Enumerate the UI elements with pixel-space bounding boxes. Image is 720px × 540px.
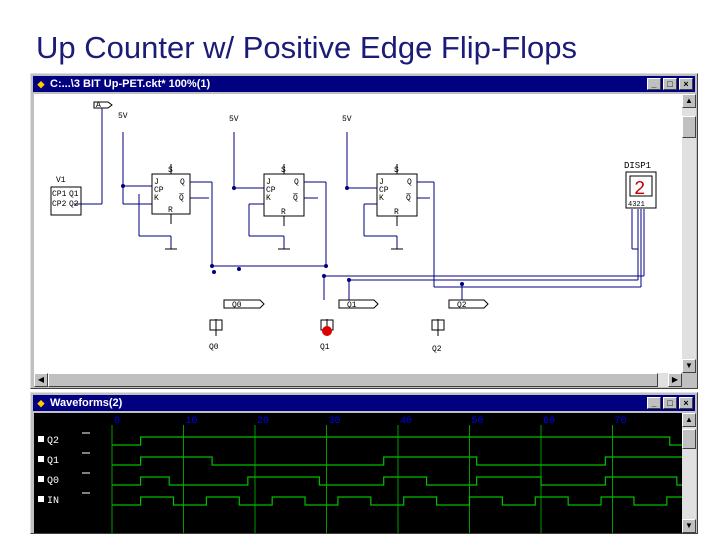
- time-tick-label: 70: [615, 416, 627, 427]
- display-caption: 4321: [628, 201, 645, 209]
- q0-led-label: Q0: [209, 343, 219, 352]
- q1-trace: [112, 456, 684, 466]
- q0-tag: Q0: [232, 301, 242, 310]
- waveform-title: Waveforms(2): [50, 397, 123, 409]
- ff0-s: S: [168, 166, 173, 175]
- scroll-left-icon[interactable]: ◀: [34, 373, 48, 387]
- ff1-r: R: [281, 208, 286, 217]
- q2-tag: Q2: [457, 301, 467, 310]
- schematic-canvas[interactable]: A V1 CP1 CP2 Q1 Q2 5V 5V 5V S J CP K R Q…: [34, 94, 684, 373]
- maximize-button[interactable]: □: [663, 397, 677, 409]
- signal-marker[interactable]: [38, 436, 44, 442]
- time-tick-label: 60: [543, 416, 555, 427]
- scroll-thumb[interactable]: [682, 116, 696, 138]
- maximize-button[interactable]: □: [663, 78, 677, 90]
- schematic-hscroll[interactable]: ◀ ▶: [34, 373, 682, 387]
- schematic-title: C:...\3 BIT Up-PET.ckt* 100%(1): [50, 78, 211, 90]
- ff0-r: R: [168, 206, 173, 215]
- ff2-q: Q: [407, 178, 412, 187]
- v1-pin-q2: Q2: [69, 200, 79, 209]
- ff1-q: Q: [294, 178, 299, 187]
- ff1-s: S: [281, 166, 286, 175]
- time-tick-label: 40: [400, 416, 412, 427]
- ff1-j: J: [266, 178, 271, 187]
- signal-label: Q1: [47, 456, 59, 467]
- waveform-titlebar[interactable]: ◆ Waveforms(2) _ □ ×: [33, 395, 695, 411]
- display-digit: 2: [634, 178, 645, 200]
- q0-trace: [112, 476, 684, 486]
- signal-label: Q2: [47, 436, 59, 447]
- circuit-diagram: A V1 CP1 CP2 Q1 Q2 5V 5V 5V S J CP K R Q…: [50, 101, 657, 354]
- close-button[interactable]: ×: [679, 397, 693, 409]
- vcc1-label: 5V: [118, 112, 128, 121]
- signal-label: Q0: [47, 476, 59, 487]
- ff2-r: R: [394, 208, 399, 217]
- minimize-button[interactable]: _: [647, 397, 661, 409]
- v1-pin-cp2: CP2: [52, 200, 67, 209]
- ff2-k: K: [379, 194, 384, 203]
- ff0-cp: CP: [154, 186, 164, 195]
- circuit-app-icon: ◆: [37, 78, 45, 89]
- q2-led-label: Q2: [432, 345, 442, 354]
- time-tick-label: 50: [472, 416, 484, 427]
- vcc2-label: 5V: [229, 115, 239, 124]
- ff0-q: Q: [180, 178, 185, 187]
- waveform-vscroll[interactable]: ▲ ▼: [682, 413, 696, 533]
- hscroll-thumb[interactable]: [48, 373, 658, 387]
- q1-tag: Q1: [347, 301, 357, 310]
- scroll-up-icon[interactable]: ▲: [682, 413, 696, 427]
- ff2-s: S: [394, 166, 399, 175]
- ff2-qb: Q̅: [405, 194, 411, 203]
- q1-led-label: Q1: [320, 343, 330, 352]
- v1-pin-q1: Q1: [69, 190, 79, 199]
- v1-name: V1: [56, 176, 66, 185]
- close-button[interactable]: ×: [679, 78, 693, 90]
- time-tick-label: 30: [329, 416, 341, 427]
- ff0-k: K: [154, 194, 159, 203]
- schematic-vscroll[interactable]: ▲ ▼: [682, 94, 696, 373]
- signal-marker[interactable]: [38, 476, 44, 482]
- signal-marker[interactable]: [38, 456, 44, 462]
- time-tick-label: 0: [114, 416, 120, 427]
- schematic-titlebar[interactable]: ◆ C:...\3 BIT Up-PET.ckt* 100%(1) _ □ ×: [33, 76, 695, 92]
- ff2-cp: CP: [379, 186, 389, 195]
- slide-title: Up Counter w/ Positive Edge Flip-Flops: [36, 30, 578, 65]
- led-q0: [209, 319, 223, 331]
- schematic-window: ◆ C:...\3 BIT Up-PET.ckt* 100%(1) _ □ ×: [30, 73, 698, 389]
- ff1-qb: Q̅: [292, 194, 298, 203]
- scroll-down-icon[interactable]: ▼: [682, 519, 696, 533]
- time-tick-label: 10: [186, 416, 198, 427]
- scroll-thumb[interactable]: [682, 429, 696, 449]
- clock-tag-label: A: [96, 101, 101, 110]
- waveform-app-icon: ◆: [37, 397, 45, 408]
- q2-trace: [112, 436, 684, 446]
- scroll-right-icon[interactable]: ▶: [668, 373, 682, 387]
- ff0-j: J: [154, 178, 159, 187]
- ff1-k: K: [266, 194, 271, 203]
- ff0-qb: Q̅: [178, 194, 184, 203]
- display-name: DISP1: [624, 161, 651, 171]
- scroll-down-icon[interactable]: ▼: [682, 359, 696, 373]
- scroll-up-icon[interactable]: ▲: [682, 94, 696, 108]
- ff1-cp: CP: [266, 186, 276, 195]
- led-q2: [431, 319, 445, 331]
- v1-pin-cp1: CP1: [52, 190, 67, 199]
- in-trace: [112, 496, 684, 506]
- waveform-window: ◆ Waveforms(2) _ □ × 01020304050607080 Q…: [30, 392, 698, 534]
- signal-marker[interactable]: [38, 496, 44, 502]
- minimize-button[interactable]: _: [647, 78, 661, 90]
- ff2-j: J: [379, 178, 384, 187]
- time-tick-label: 20: [257, 416, 269, 427]
- led-q1-lit: [322, 326, 332, 336]
- vcc3-label: 5V: [342, 115, 352, 124]
- signal-label: IN: [47, 496, 59, 507]
